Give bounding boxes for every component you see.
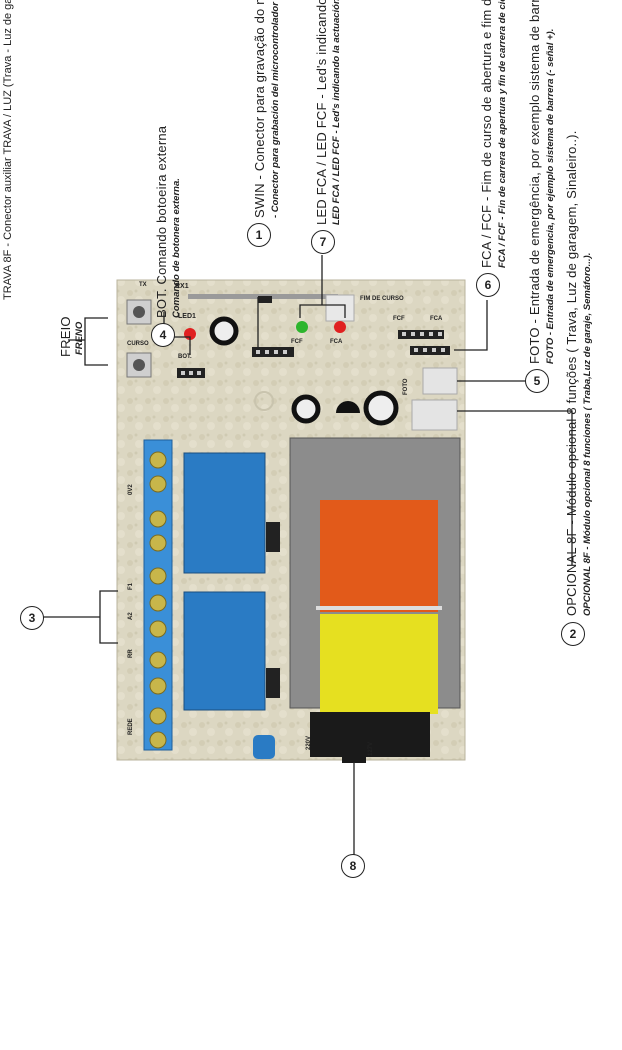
relay-2 — [183, 591, 266, 711]
foto-label: FOTO — [403, 378, 409, 395]
brand-logo — [254, 391, 274, 411]
freio-sub: FRENO — [74, 321, 85, 355]
callout-2-sub: OPCIONAL 8F - Módulo opcional 8 funcione… — [582, 252, 593, 616]
foto-block-1 — [422, 367, 458, 395]
curso-label: CURSO — [127, 341, 149, 347]
callout-5-sub: FOTO - Entrada de emergencia, por ejempl… — [545, 28, 556, 364]
fim-de-curso-box — [325, 294, 355, 322]
v127-label: 127V — [368, 742, 374, 756]
rx1-block — [258, 296, 272, 303]
rx1-label: RX1 — [175, 283, 189, 290]
callout-4: 4 — [151, 323, 175, 347]
callout-8: 8 — [341, 854, 365, 878]
buzzer — [209, 316, 239, 346]
led1-label: LED1 — [178, 313, 196, 320]
led-fcf-label: FCF — [291, 339, 303, 345]
callout-7-sub: LED FCA / LED FCF - Led's indicando la a… — [331, 0, 342, 225]
callout-2: 2 — [561, 622, 585, 646]
callout-4-label: BOT. Comando botoeira externa — [154, 125, 169, 318]
callout-7-label: LED FCA / LED FCF - Led's indicando a at… — [314, 0, 329, 225]
capacitor-3 — [363, 390, 399, 426]
callout-2-label: OPCIONAL 8F - Módulo opcional 8 funções … — [564, 130, 579, 616]
bot-label: BOT. — [178, 354, 192, 360]
callout-7: 7 — [311, 230, 335, 254]
relay-1 — [183, 452, 266, 574]
fca-conn-label: FCA — [430, 316, 443, 322]
fim-de-curso-label: FIM DE CURSO — [360, 296, 404, 302]
fcf-fca-connector-bottom — [410, 346, 450, 355]
term-rr: RR — [128, 649, 134, 658]
led-fca — [334, 321, 346, 333]
callout-3: 3 — [20, 606, 44, 630]
callout-6: 6 — [476, 273, 500, 297]
callout-6-label: FCA / FCF - Fim de curso de abertura e f… — [479, 0, 494, 268]
transformer-bottom — [320, 614, 438, 714]
term-rede: REDE — [128, 718, 134, 735]
blue-component — [253, 735, 275, 759]
callout-1-label: SWIN - Conector para gravação do microco… — [252, 0, 267, 218]
relay-diode-1 — [266, 522, 280, 552]
voltage-switch — [342, 755, 366, 763]
callout-5: 5 — [525, 369, 549, 393]
callout-5-label: FOTO - Entrada de emergência, por exempl… — [527, 0, 542, 364]
term-0v2: 0V2 — [128, 484, 134, 495]
freio-label: FREIO — [58, 316, 73, 357]
v220-label: 220V — [306, 736, 312, 750]
callout-6-sub: FCA / FCF - Fin de carrera de apertura y… — [497, 0, 508, 268]
led-fca-label: FCA — [330, 339, 343, 345]
fcf-conn-label: FCF — [393, 316, 405, 322]
term-a2: A2 — [128, 612, 134, 620]
terminal-screws — [149, 451, 167, 749]
callout-1: 1 — [247, 223, 271, 247]
swin-connector — [252, 347, 294, 357]
relay-diode-2 — [266, 668, 280, 698]
capacitor-2 — [336, 401, 360, 413]
led-fcf — [296, 321, 308, 333]
callout-4-sub: Comando de botonera externa. — [171, 178, 182, 318]
tx-label: TX — [139, 282, 147, 288]
foto-block-2 — [411, 399, 458, 431]
callout-1-sub: - Conector para grabación del microcontr… — [270, 0, 281, 218]
transformer-top — [320, 500, 438, 612]
power-block — [310, 712, 430, 757]
term-f1: F1 — [128, 582, 134, 590]
capacitor-1 — [291, 394, 321, 424]
